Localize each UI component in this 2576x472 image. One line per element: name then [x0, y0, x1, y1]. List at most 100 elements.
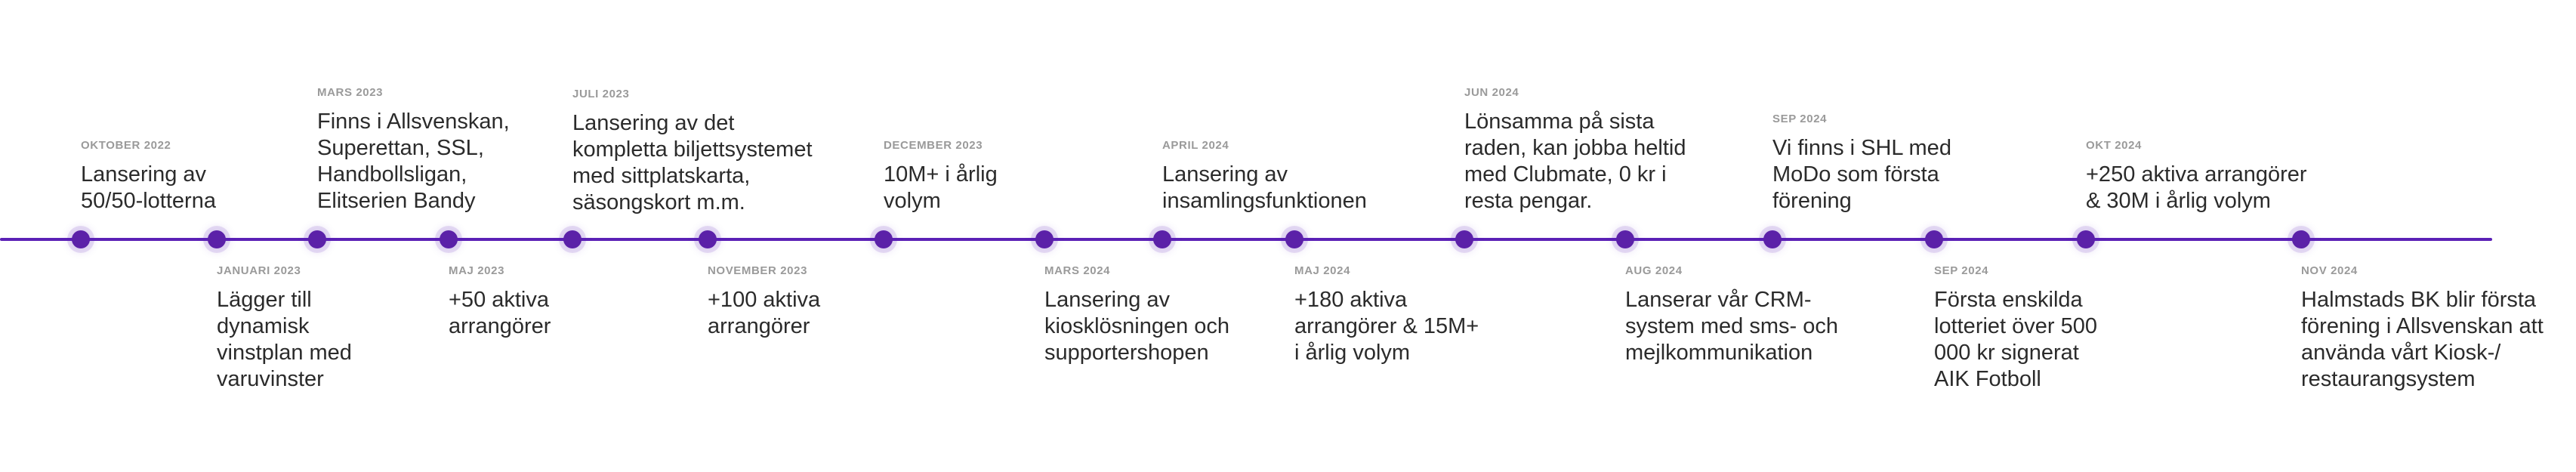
event-description-line: mejlkommunikation: [1625, 341, 1813, 365]
event-description-line: 50/50-lotterna: [81, 189, 216, 213]
event-description-line: Lansering av det: [572, 111, 735, 135]
event-description-line: & 30M i årlig volym: [2086, 189, 2271, 213]
event-date: NOVEMBER 2023: [708, 264, 808, 277]
event-description-line: +250 aktiva arrangörer: [2086, 162, 2307, 187]
timeline-axis-line: [0, 238, 2492, 241]
event-date: MAJ 2024: [1294, 264, 1351, 277]
timeline-dot: [1153, 230, 1171, 248]
event-description-line: Finns i Allsvenskan,: [317, 110, 510, 134]
event-description-line: säsongskort m.m.: [572, 190, 745, 214]
timeline-dot: [440, 230, 458, 248]
event-description-line: Första enskilda: [1934, 288, 2083, 312]
timeline-dot: [2292, 230, 2310, 248]
timeline-dot: [1616, 230, 1634, 248]
event-description: Finns i Allsvenskan,Superettan, SSL,Hand…: [317, 109, 510, 214]
event-description-line: förening: [1772, 189, 1852, 213]
event-date: OKTOBER 2022: [81, 139, 171, 152]
event-description-line: 10M+ i årlig: [884, 162, 998, 187]
timeline-dot: [699, 230, 717, 248]
event-description-line: +50 aktiva: [449, 288, 550, 312]
event-description-line: volym: [884, 189, 941, 213]
event-description-line: med Clubmate, 0 kr i: [1464, 162, 1667, 187]
event-description-line: arrangörer: [708, 314, 810, 338]
event-description-line: AIK Fotboll: [1934, 367, 2041, 391]
timeline-dot: [1763, 230, 1782, 248]
event-description-line: använda vårt Kiosk-/: [2301, 341, 2501, 365]
event-description-line: Lönsamma på sista: [1464, 110, 1655, 134]
event-description-line: Handbollsligan,: [317, 162, 467, 187]
event-description-line: i årlig volym: [1294, 341, 1411, 365]
event-date: MARS 2024: [1044, 264, 1111, 277]
event-date: DECEMBER 2023: [884, 139, 983, 152]
event-description-line: 000 kr signerat: [1934, 341, 2079, 365]
event-description-line: Lansering av: [81, 162, 207, 187]
event-description: Lanserar vår CRM-system med sms- och mejl…: [1625, 287, 1838, 366]
event-description-line: förening i Allsvenskan att: [2301, 314, 2544, 338]
event-date: JULI 2023: [572, 88, 630, 100]
event-description-line: resta pengar.: [1464, 189, 1593, 213]
timeline-dot: [1285, 230, 1303, 248]
event-description-line: lotteriet över 500: [1934, 314, 2098, 338]
event-description-line: Lansering av: [1162, 162, 1288, 187]
timeline-dot: [1035, 230, 1054, 248]
event-description: +250 aktiva arrangörer& 30M i årlig voly…: [2086, 162, 2307, 214]
event-description-line: kiosklösningen och: [1044, 314, 1230, 338]
event-date: APRIL 2024: [1162, 139, 1229, 152]
event-description-line: Elitserien Bandy: [317, 189, 476, 213]
event-description-line: system med sms- och: [1625, 314, 1838, 338]
event-description-line: +180 aktiva: [1294, 288, 1408, 312]
event-date: OKT 2024: [2086, 139, 2142, 152]
event-description-line: varuvinster: [217, 367, 324, 391]
event-description-line: dynamisk: [217, 314, 310, 338]
timeline-dot: [2077, 230, 2095, 248]
event-description-line: +100 aktiva: [708, 288, 821, 312]
event-description-line: Lanserar vår CRM-: [1625, 288, 1812, 312]
timeline-dot: [1925, 230, 1943, 248]
event-date: SEP 2024: [1772, 113, 1828, 125]
event-date: JANUARI 2023: [217, 264, 301, 277]
event-description-line: kompletta biljettsystemet: [572, 137, 813, 162]
timeline-dot: [72, 230, 90, 248]
event-description-line: med sittplatskarta,: [572, 164, 751, 188]
event-date: NOV 2024: [2301, 264, 2358, 277]
event-description-line: Halmstads BK blir första: [2301, 288, 2537, 312]
timeline-dot: [208, 230, 226, 248]
event-description-line: arrangörer: [449, 314, 551, 338]
event-description-line: restaurangsystem: [2301, 367, 2476, 391]
event-description-line: Vi finns i SHL med: [1772, 136, 1951, 160]
event-description-line: supportershopen: [1044, 341, 1209, 365]
event-description-line: raden, kan jobba heltid: [1464, 136, 1686, 160]
timeline-dot: [563, 230, 582, 248]
event-description-line: vinstplan med: [217, 341, 352, 365]
event-date: MAJ 2023: [449, 264, 505, 277]
event-description-line: Superettan, SSL,: [317, 136, 484, 160]
event-date: JUN 2024: [1464, 86, 1519, 99]
